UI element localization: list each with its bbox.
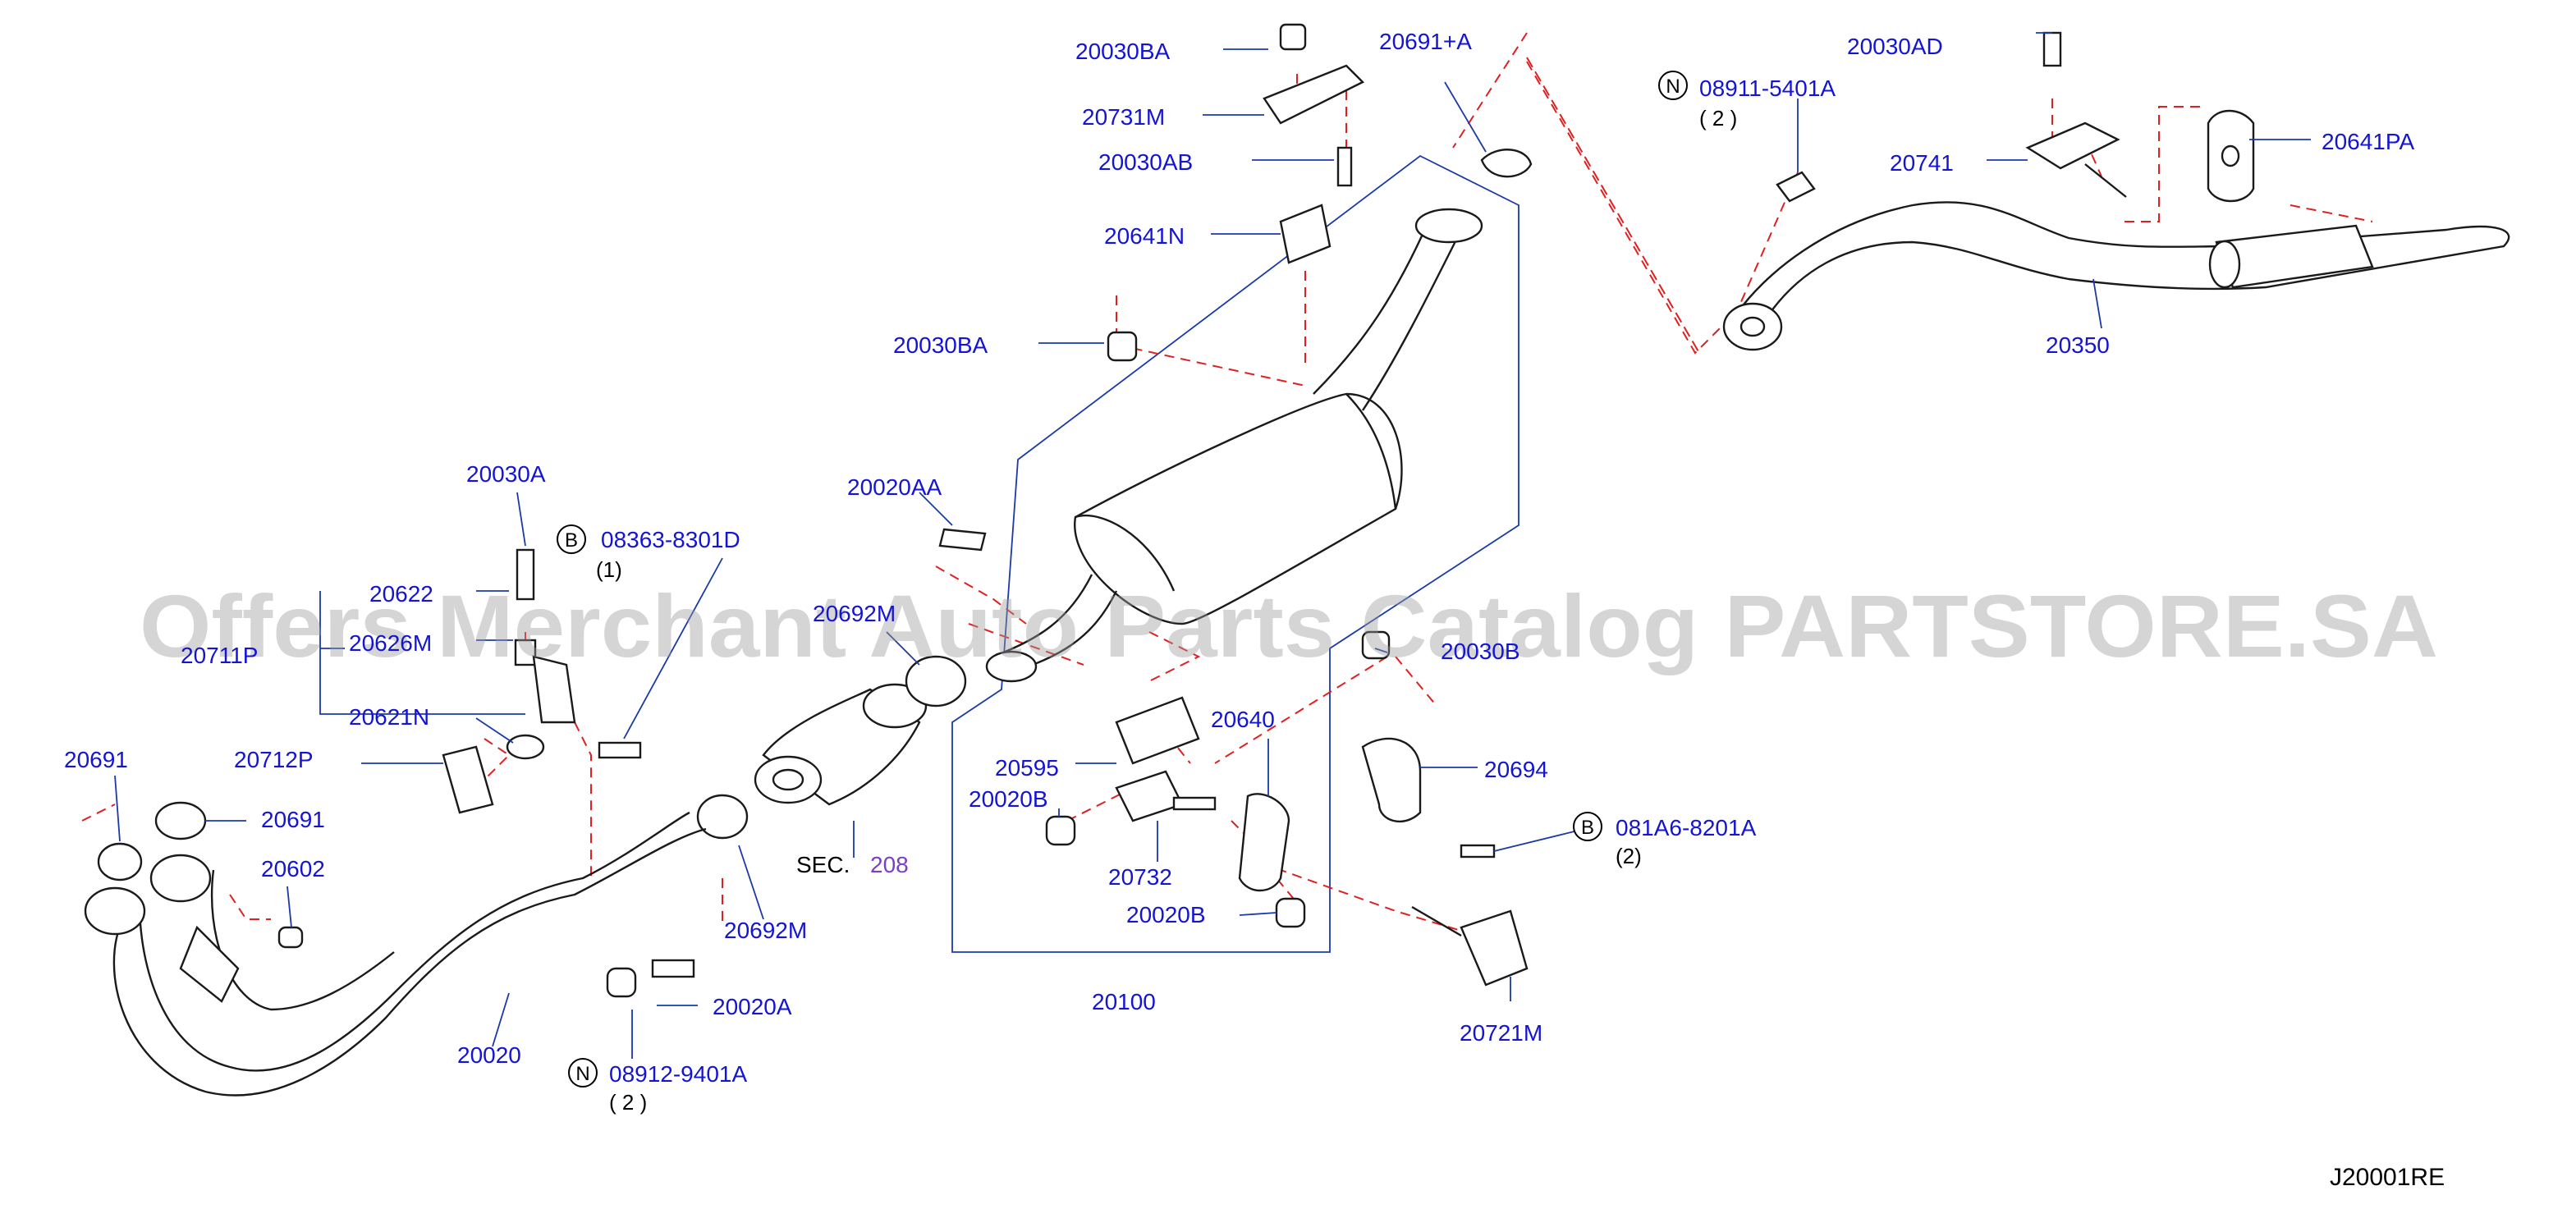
- bracket-20732: [1115, 770, 1217, 822]
- bracket-20711P: [532, 655, 576, 724]
- front-exhaust-pipe: [84, 811, 707, 1097]
- bolt-081A6-8201A: [1460, 844, 1496, 859]
- diagram-id: J20001RE: [2330, 1164, 2445, 1191]
- fastener-08911-5401A[interactable]: N 08911-5401A ( 2 ): [1658, 71, 1836, 130]
- gasket-20691-b: [154, 801, 207, 840]
- label-20595[interactable]: 20595: [995, 755, 1059, 781]
- label-20621N[interactable]: 20621N: [349, 704, 429, 730]
- center-muffler-assembly-outline: [951, 154, 1519, 953]
- fastener-part-number: 08911-5401A: [1699, 76, 1836, 101]
- tailpipe-assembly: [1722, 201, 2510, 351]
- label-20020B-upper[interactable]: 20020B: [969, 786, 1048, 812]
- fastener-part-number: 08363-8301D: [601, 527, 740, 552]
- code-letter: N: [575, 1063, 589, 1085]
- label-20692M-lower[interactable]: 20692M: [724, 918, 807, 943]
- stud-20020A: [651, 959, 695, 978]
- code-letter: B: [1581, 817, 1594, 839]
- fastener-08912-9401A[interactable]: N 08912-9401A ( 2 ): [568, 1058, 747, 1115]
- label-20622[interactable]: 20622: [369, 581, 433, 607]
- label-20030B[interactable]: 20030B: [1441, 639, 1520, 664]
- fastener-quantity: ( 2 ): [609, 1090, 647, 1115]
- label-20640[interactable]: 20640: [1211, 707, 1275, 732]
- label-20691-a[interactable]: 20691: [64, 747, 128, 772]
- gasket-20691A: [1480, 149, 1533, 178]
- label-20641N[interactable]: 20641N: [1104, 223, 1185, 249]
- label-20020AA[interactable]: 20020AA: [847, 474, 942, 500]
- nut-20030BA-mid: [1107, 331, 1138, 362]
- watermark-text: Offers Merchant Auto Parts Catalog PARTS…: [140, 576, 2438, 675]
- leader-lines: [114, 32, 2311, 1059]
- section-ref-prefix: SEC.: [796, 852, 850, 877]
- fastener-part-number: 081A6-8201A: [1616, 815, 1757, 840]
- code-circle-n-icon: [1658, 71, 1688, 100]
- gasket-20692M-lower: [696, 794, 749, 840]
- label-20030BA-top[interactable]: 20030BA: [1075, 39, 1171, 64]
- code-circle-n-icon: [568, 1058, 598, 1088]
- nut-20030B: [1361, 630, 1391, 660]
- insulator-20694: [1361, 737, 1422, 822]
- nut-08912-9401A: [606, 967, 637, 998]
- label-20020[interactable]: 20020: [457, 1042, 521, 1068]
- section-ref-link[interactable]: 208: [870, 852, 909, 877]
- code-letter: B: [565, 529, 578, 552]
- flange-nut-08911: [1776, 171, 1816, 203]
- hanger-20731M: [1263, 64, 1365, 125]
- code-circle-b-icon: [557, 524, 586, 554]
- catalytic-converter: [754, 683, 928, 806]
- label-20741[interactable]: 20741: [1890, 150, 1954, 176]
- fastener-quantity: (2): [1616, 844, 1642, 868]
- bolt-20030AB: [1336, 146, 1353, 187]
- fastener-quantity: ( 2 ): [1699, 106, 1737, 130]
- label-20731M[interactable]: 20731M: [1082, 104, 1165, 130]
- label-20030A[interactable]: 20030A: [466, 461, 546, 487]
- bolt-08363-8301D: [598, 741, 642, 759]
- spacer-20626M: [514, 639, 537, 666]
- nut-20602: [277, 926, 304, 949]
- label-20030AB[interactable]: 20030AB: [1098, 149, 1193, 175]
- center-muffler: [985, 208, 1483, 683]
- label-20020A[interactable]: 20020A: [713, 994, 792, 1019]
- label-20626M[interactable]: 20626M: [349, 630, 432, 656]
- rubber-mount-20641PA: [2207, 109, 2255, 203]
- code-letter: N: [1666, 76, 1680, 98]
- label-20691-b[interactable]: 20691: [261, 807, 325, 832]
- bracket-20595: [1115, 696, 1200, 765]
- bracket-20721M: [1411, 905, 1529, 987]
- front-pipe-bracket-group-outline: [319, 591, 525, 715]
- label-20350[interactable]: 20350: [2046, 332, 2110, 358]
- label-20712P[interactable]: 20712P: [234, 747, 314, 772]
- label-20641PA[interactable]: 20641PA: [2322, 129, 2414, 154]
- code-circle-b-icon: [1573, 812, 1602, 841]
- label-20100[interactable]: 20100: [1092, 989, 1156, 1014]
- label-20711P[interactable]: 20711P: [181, 643, 258, 668]
- fastener-08363-8301D[interactable]: B 08363-8301D (1): [557, 524, 740, 582]
- nut-20020B-lower: [1275, 897, 1306, 928]
- washer-20621N: [506, 734, 545, 760]
- label-20691A[interactable]: 20691+A: [1379, 29, 1472, 54]
- rubber-mount-20640: [1238, 793, 1290, 892]
- rubber-mount-20641N: [1279, 204, 1332, 264]
- label-20694[interactable]: 20694: [1484, 757, 1548, 782]
- label-20030AD[interactable]: 20030AD: [1847, 34, 1943, 59]
- label-20602[interactable]: 20602: [261, 856, 325, 881]
- gasket-20691-a: [97, 842, 143, 881]
- bracket-20712P: [442, 745, 494, 814]
- fastener-081A6-8201A[interactable]: B 081A6-8201A (2): [1573, 812, 1757, 868]
- label-20732[interactable]: 20732: [1108, 864, 1172, 890]
- label-20030BA-mid[interactable]: 20030BA: [893, 332, 988, 358]
- nut-20020B-upper: [1045, 815, 1076, 846]
- label-20692M-upper[interactable]: 20692M: [813, 601, 896, 626]
- gasket-20692M-upper: [905, 655, 967, 707]
- label-20020B-lower[interactable]: 20020B: [1126, 902, 1206, 927]
- bolt-20020AA: [938, 528, 987, 552]
- bolt-20030A: [516, 548, 535, 601]
- fastener-quantity: (1): [596, 557, 622, 582]
- hanger-bracket-20741: [2025, 31, 2127, 198]
- nut-20030BA-top: [1279, 23, 1307, 51]
- label-20721M[interactable]: 20721M: [1460, 1020, 1542, 1046]
- fastener-part-number: 08912-9401A: [609, 1061, 747, 1087]
